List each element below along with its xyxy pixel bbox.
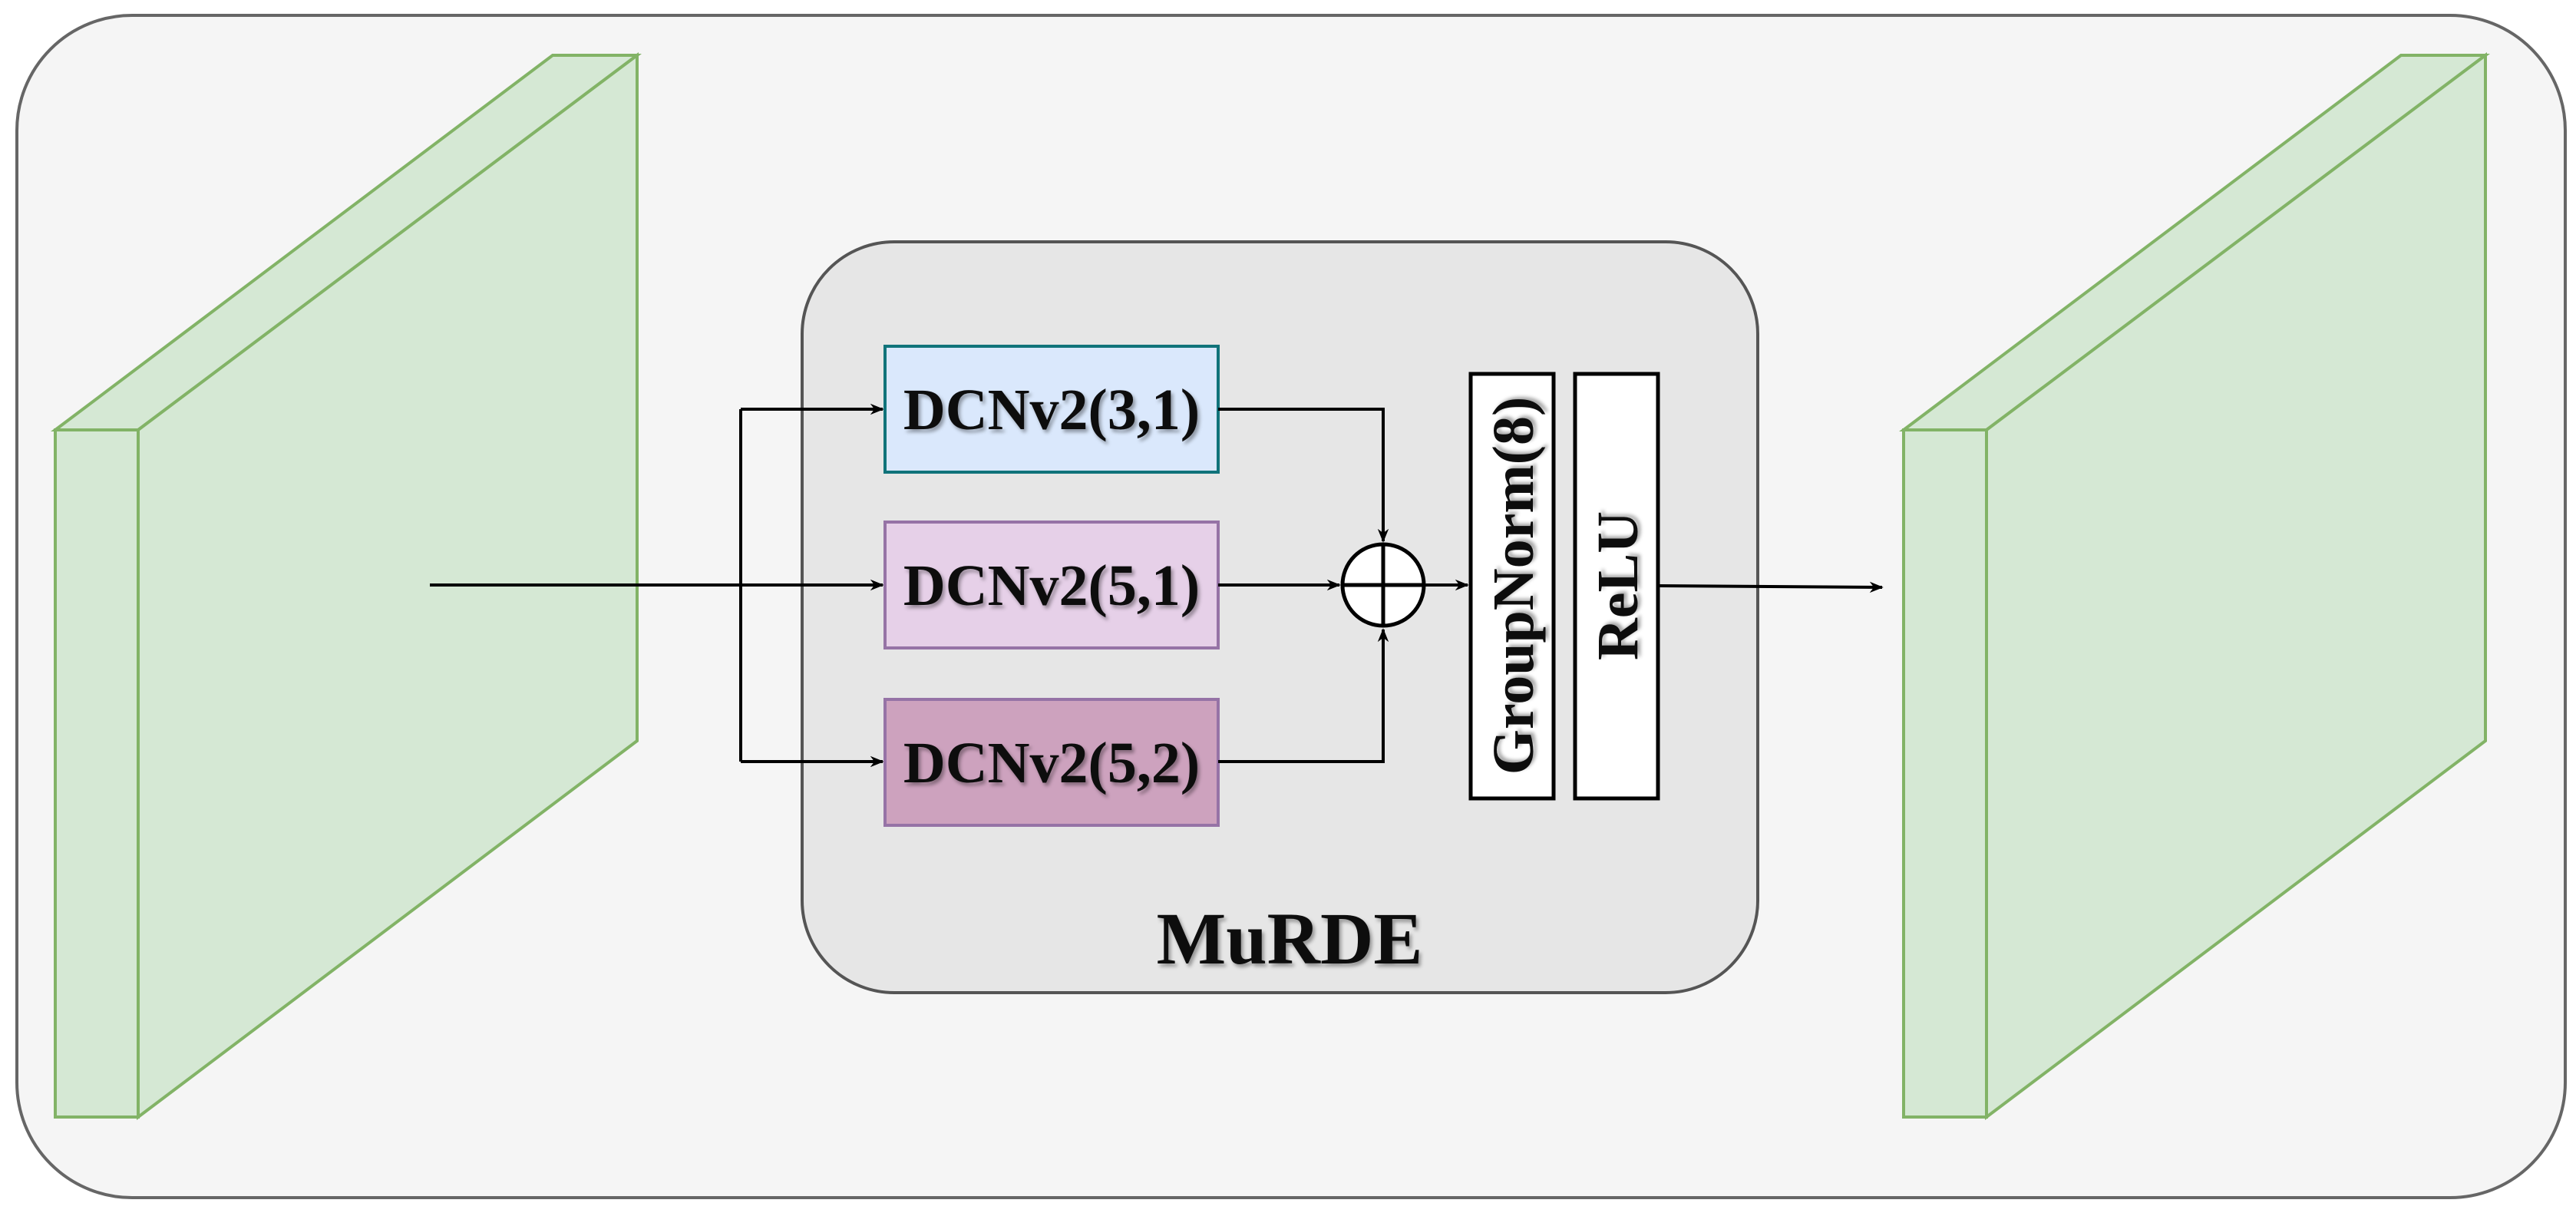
output-line — [1657, 581, 1884, 593]
branch-2: DCNv2(5,1) — [883, 521, 1220, 649]
input-feature-map-face — [137, 51, 639, 1121]
branch-3-label: DCNv2(5,2) — [903, 731, 1200, 795]
branch-1: DCNv2(3,1) — [883, 345, 1220, 474]
branch-3-box — [883, 698, 1220, 827]
merge-connectors — [1218, 408, 1389, 763]
relu-box — [1573, 372, 1660, 801]
merge-top-line — [1218, 408, 1389, 543]
input-feature-map — [51, 51, 642, 1121]
input-feature-map-side — [54, 428, 140, 1119]
output-feature-map-face — [1985, 51, 2487, 1121]
input-connectors — [430, 403, 884, 768]
branch-1-box — [883, 345, 1220, 474]
module-title: MuRDE — [1157, 897, 1423, 980]
groupnorm-block: GroupNorm(8) — [1468, 372, 1556, 801]
output-feature-map-side — [1902, 428, 1988, 1119]
output-feature-map — [1899, 51, 2490, 1121]
branch-2-label: DCNv2(5,1) — [903, 554, 1200, 618]
sum-operator-icon — [1340, 542, 1426, 628]
branch-2-box — [883, 521, 1220, 649]
groupnorm-box — [1468, 372, 1556, 801]
relu-label: ReLU — [1586, 511, 1650, 660]
branch-3: DCNv2(5,2) — [883, 698, 1220, 827]
merge-bottom-line — [1218, 628, 1389, 763]
branch-1-label: DCNv2(3,1) — [903, 378, 1200, 442]
relu-block: ReLU — [1573, 372, 1660, 801]
groupnorm-label: GroupNorm(8) — [1481, 397, 1546, 775]
